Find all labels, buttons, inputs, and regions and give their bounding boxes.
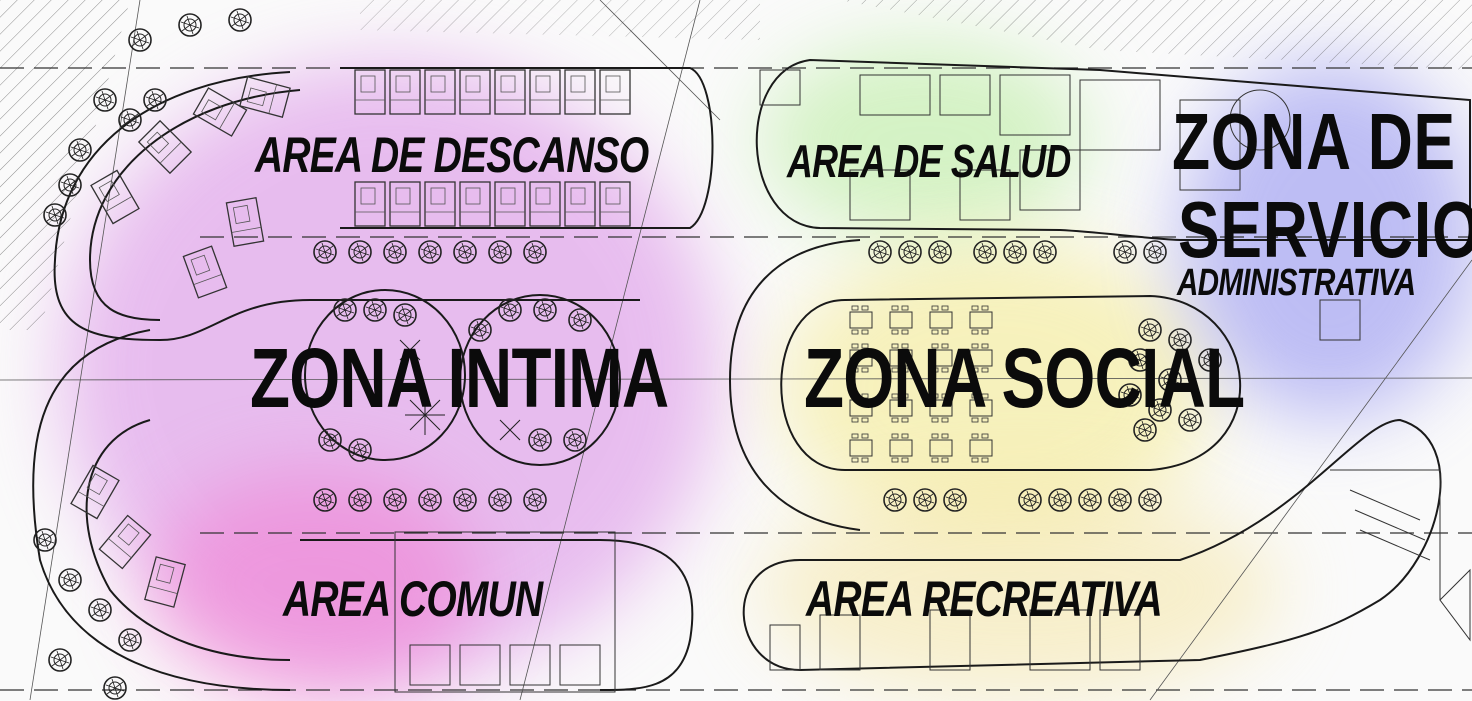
label-area-descanso: AREA DE DESCANSO bbox=[255, 127, 649, 183]
label-zona-de: ZONA DE bbox=[1172, 97, 1456, 186]
label-administrativa: ADMINISTRATIVA bbox=[1177, 262, 1416, 304]
label-area-comun: AREA COMUN bbox=[283, 571, 543, 627]
label-zona-social: ZONA SOCIAL bbox=[804, 331, 1245, 425]
label-servicio: SERVICIO bbox=[1178, 185, 1472, 274]
label-area-recreativa: AREA RECREATIVA bbox=[806, 571, 1163, 627]
label-zona-intima: ZONA INTIMA bbox=[250, 331, 669, 425]
label-area-salud: AREA DE SALUD bbox=[787, 135, 1071, 187]
